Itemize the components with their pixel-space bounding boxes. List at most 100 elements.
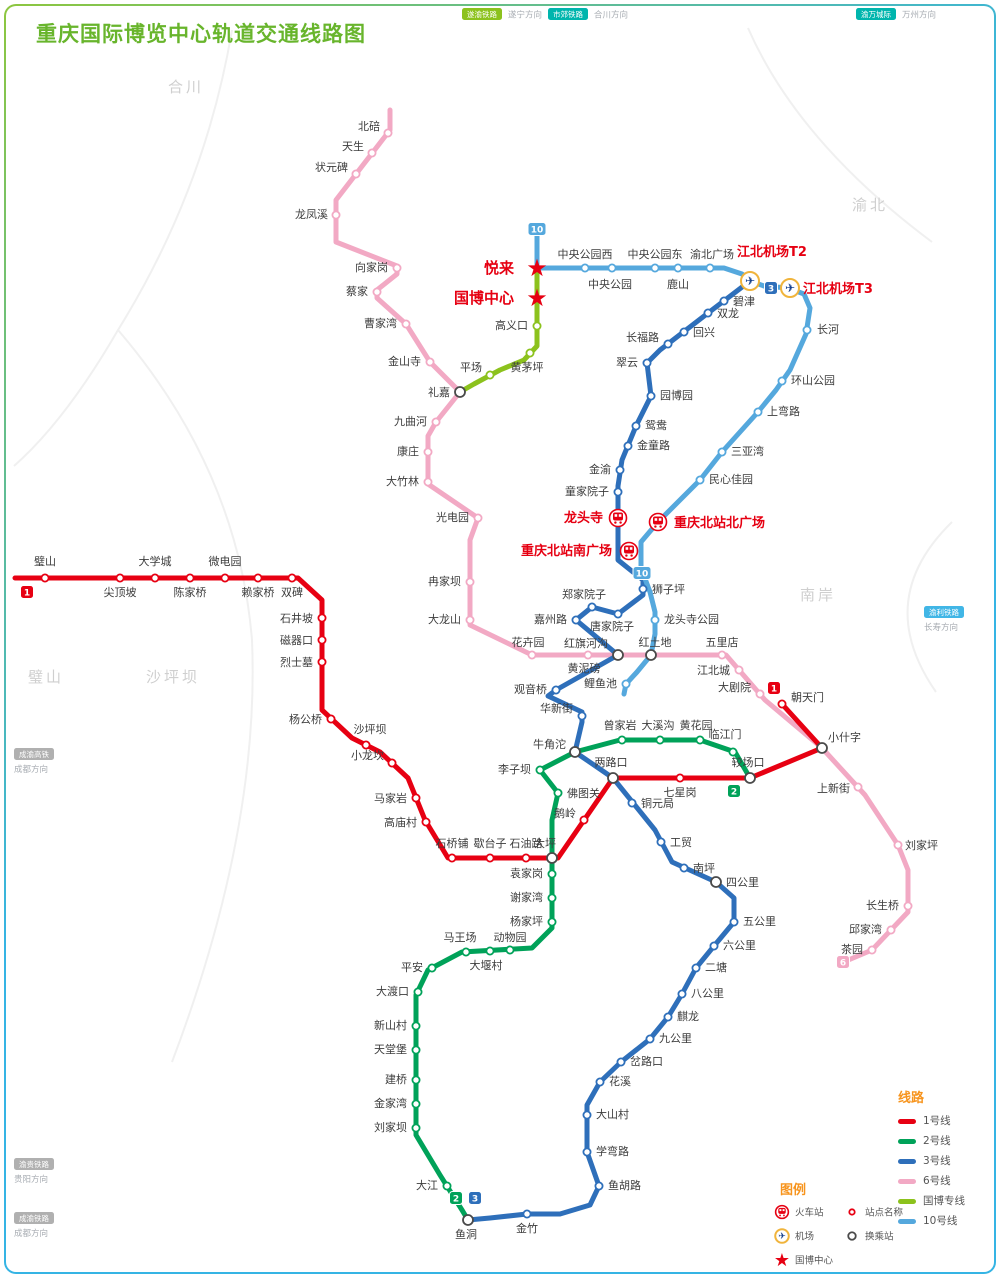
station-label: 黄花园 xyxy=(680,718,713,732)
station-label: 临江门 xyxy=(709,727,742,741)
station-label: 尖顶坡 xyxy=(104,586,137,599)
station-label: 刘家坪 xyxy=(905,838,938,852)
station-dot-五里店: 五里店 xyxy=(706,635,739,660)
station-dot-佛图关: 佛图关 xyxy=(553,786,600,800)
district-boundary xyxy=(906,521,953,693)
station-dot-璧山: 璧山 xyxy=(34,554,56,583)
station-label: 大竹林 xyxy=(386,474,419,488)
station-label: 红旗河沟 xyxy=(564,636,608,650)
station-dot-双龙: 双龙 xyxy=(703,307,739,320)
station-dot-麒龙: 麒龙 xyxy=(663,1009,699,1023)
station-dot-九公里: 九公里 xyxy=(645,1032,692,1045)
station-label: 郑家院子 xyxy=(562,587,606,601)
station-dot-平场: 平场 xyxy=(460,360,495,380)
svg-text:市郊铁路: 市郊铁路 xyxy=(553,9,583,19)
map-title: 重庆国际博览中心轨道交通线路图 xyxy=(36,22,366,46)
station-label: 渝北广场 xyxy=(690,247,734,261)
station-dot-花溪: 花溪 xyxy=(595,1075,631,1088)
station-label: 大坪 xyxy=(534,836,556,850)
station-label: 磁器口 xyxy=(280,634,313,647)
station-label: 民心佳园 xyxy=(709,472,753,486)
station-label: 五公里 xyxy=(743,915,776,928)
metro-line-line2 xyxy=(413,737,753,1223)
station-label: 红土地 xyxy=(639,636,672,649)
station-dot-园博园: 园博园 xyxy=(646,389,693,402)
interchange-station-两路口: 两路口 xyxy=(595,756,628,784)
station-label: 动物园 xyxy=(494,930,527,944)
station-label: 观音桥 xyxy=(514,682,547,696)
legend-line-label: 3号线 xyxy=(923,1154,951,1167)
svg-text:渝万城际: 渝万城际 xyxy=(861,9,891,19)
station-label: 二塘 xyxy=(705,960,727,974)
station-dot-大学城: 大学城 xyxy=(139,554,172,583)
station-dot-磁器口: 磁器口 xyxy=(280,634,327,647)
station-label: 刘家坝 xyxy=(374,1120,407,1134)
svg-text:遂渝铁路: 遂渝铁路 xyxy=(467,9,497,19)
station-label: 鸳鸯 xyxy=(645,418,667,432)
station-label: 中央公园西 xyxy=(558,248,613,261)
airport-icon-江北机场T3: ✈江北机场T3 xyxy=(780,278,873,298)
station-dot-花卉园: 花卉园 xyxy=(512,636,545,660)
svg-text:★: ★ xyxy=(774,1250,790,1271)
station-dot-蔡家: 蔡家 xyxy=(346,284,382,298)
station-label: 大溪沟 xyxy=(642,718,675,732)
station-dot-高庙村: 高庙村 xyxy=(384,815,431,829)
region-label: 南岸 xyxy=(800,586,836,604)
station-dot-双碑: 双碑 xyxy=(281,573,303,599)
station-label: 较场口 xyxy=(732,755,765,769)
station-dot-长生桥: 长生桥 xyxy=(866,898,913,912)
station-label: 牛角沱 xyxy=(533,737,566,751)
station-dot-南坪: 南坪 xyxy=(679,862,715,875)
station-dot-鸳鸯: 鸳鸯 xyxy=(631,418,667,432)
station-label: 陈家桥 xyxy=(174,585,207,599)
station-dot-鲤鱼池: 鲤鱼池 xyxy=(584,676,631,690)
station-dot-微电园: 微电园 xyxy=(209,554,242,583)
interchange-station-小什字: 小什字 xyxy=(816,730,861,754)
station-dot-黄泥磅: 黄泥磅 xyxy=(568,650,601,675)
station-label: 麒龙 xyxy=(677,1009,699,1023)
station-label: 茶园 xyxy=(841,943,863,956)
line-badge-10: 10 xyxy=(632,566,652,580)
station-dot-刘家坪: 刘家坪 xyxy=(893,838,938,852)
region-label: 璧山 xyxy=(28,668,64,686)
station-label: 学弯路 xyxy=(596,1144,629,1158)
station-dot-袁家岗: 袁家岗 xyxy=(510,866,557,880)
svg-text:1: 1 xyxy=(24,589,30,599)
station-label: 沙坪坝 xyxy=(354,722,387,736)
station-label: 双龙 xyxy=(717,307,739,320)
station-dot-鹿山: 鹿山 xyxy=(667,263,689,291)
station-label: 蔡家 xyxy=(346,284,368,298)
station-label: 谢家湾 xyxy=(510,890,543,904)
station-dot-七星岗: 七星岗 xyxy=(664,773,697,799)
station-dot-金竹: 金竹 xyxy=(516,1209,538,1235)
station-label: 回兴 xyxy=(693,326,715,339)
station-label: 龙头寺 xyxy=(564,510,603,526)
station-dot-大竹林: 大竹林 xyxy=(386,474,433,488)
legend-line-swatch xyxy=(898,1119,916,1124)
line-badge-2: 2 xyxy=(449,1191,463,1205)
station-dot-马王场: 马王场 xyxy=(444,930,477,957)
line-badge-1: 1 xyxy=(767,681,781,695)
interchange-station-红旗河沟: 红旗河沟 xyxy=(564,636,624,661)
station-label: 长福路 xyxy=(626,330,659,344)
station-label: 上弯路 xyxy=(767,404,800,418)
station-label: 石井坡 xyxy=(280,611,313,625)
svg-text:★: ★ xyxy=(526,254,548,282)
station-label: 新山村 xyxy=(374,1018,407,1032)
station-label: 碧津 xyxy=(733,295,755,308)
interchange-station-大坪: 大坪 xyxy=(534,836,558,864)
station-dot-朝天门: 朝天门 xyxy=(777,690,824,709)
station-label: 唐家院子 xyxy=(590,619,634,633)
station-label: 康庄 xyxy=(397,444,419,458)
station-dot-尖顶坡: 尖顶坡 xyxy=(104,573,137,599)
station-dot-杨家坪: 杨家坪 xyxy=(510,914,557,928)
station-label: 金童路 xyxy=(637,438,670,452)
station-dot-金山寺: 金山寺 xyxy=(388,354,435,368)
railway-station-icon-重庆北站南广场: 重庆北站南广场 xyxy=(521,541,639,561)
station-dot-状元碑: 状元碑 xyxy=(315,160,361,179)
station-label: 赖家桥 xyxy=(242,585,275,599)
